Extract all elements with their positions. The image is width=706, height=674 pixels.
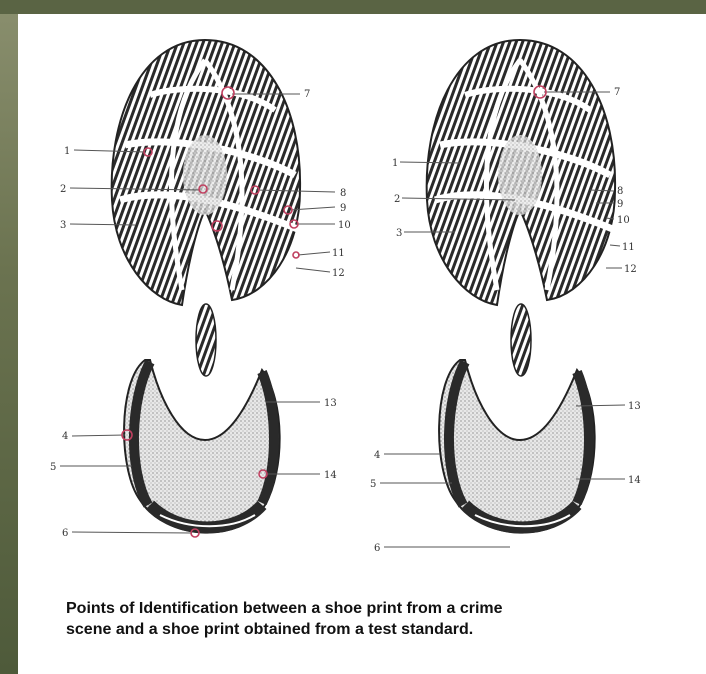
label-2: 2 — [394, 194, 400, 205]
label-1: 1 — [392, 158, 398, 169]
label-3: 3 — [60, 220, 66, 231]
label-4: 4 — [374, 450, 380, 461]
caption-line-2: scene and a shoe print obtained from a t… — [66, 619, 626, 640]
figure-caption: Points of Identification between a shoe … — [66, 598, 626, 640]
label-10: 10 — [617, 215, 630, 226]
label-8: 8 — [340, 188, 346, 199]
label-6: 6 — [62, 528, 68, 539]
label-2: 2 — [60, 184, 66, 195]
label-13: 13 — [628, 401, 641, 412]
label-11: 11 — [622, 242, 635, 253]
label-12: 12 — [332, 268, 345, 279]
label-9: 9 — [340, 203, 346, 214]
label-13: 13 — [324, 398, 337, 409]
caption-line-1: Points of Identification between a shoe … — [66, 598, 626, 619]
label-14: 14 — [324, 470, 337, 481]
label-5: 5 — [370, 479, 376, 490]
test-standard-shoe-print: 7 1 2 3 8 9 10 11 12 4 5 6 13 14 — [370, 40, 641, 554]
label-10: 10 — [338, 220, 351, 231]
label-3: 3 — [396, 228, 402, 239]
label-1: 1 — [64, 146, 70, 157]
label-12: 12 — [624, 264, 637, 275]
label-9: 9 — [617, 199, 623, 210]
label-11: 11 — [332, 248, 345, 259]
label-8: 8 — [617, 186, 623, 197]
crime-scene-shoe-print: 7 1 2 3 8 9 10 11 12 4 5 6 13 14 — [50, 40, 351, 539]
label-5: 5 — [50, 462, 56, 473]
label-4: 4 — [62, 431, 68, 442]
label-7: 7 — [614, 87, 620, 98]
label-14: 14 — [628, 475, 641, 486]
label-6: 6 — [374, 543, 380, 554]
label-7: 7 — [304, 89, 310, 100]
